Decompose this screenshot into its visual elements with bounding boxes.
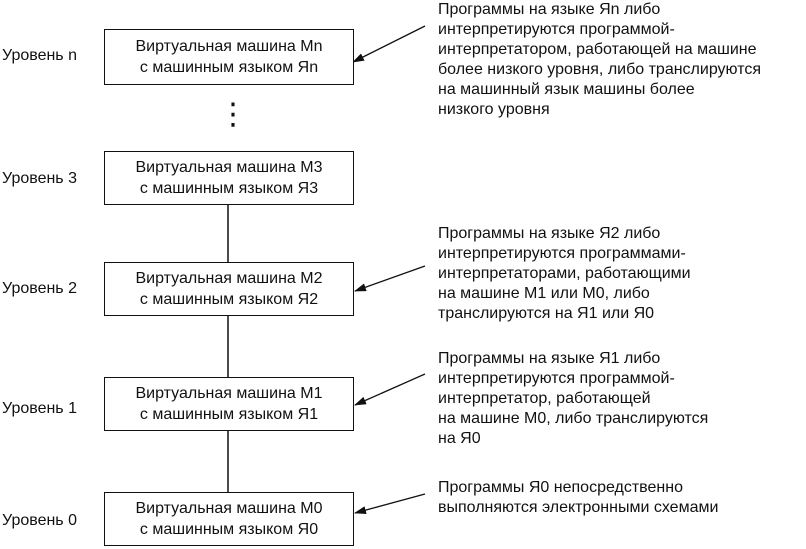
- note-line: интерпретируются программой-: [438, 370, 675, 387]
- machine-box-language: с машинным языком Яn: [139, 59, 319, 76]
- note-level-2: Программы на языке Я2 либо интерпретирую…: [438, 224, 691, 324]
- note-line: выполняются электронными схемами: [438, 499, 719, 516]
- machine-box-language: с машинным языком Я2: [139, 291, 319, 308]
- level-label-0: Уровень 0: [2, 512, 77, 529]
- machine-box-1: Виртуальная машина М1 с машинным языком …: [104, 377, 354, 431]
- note-line: на Я0: [438, 430, 481, 447]
- note-line: интерпретируются программами-: [438, 245, 686, 262]
- note-line: Программы Я0 непосредственно: [438, 479, 683, 496]
- machine-box-language: с машинным языком Я0: [139, 521, 319, 538]
- note-line: интерпретатором, работающей на машине: [438, 41, 757, 58]
- note-line: интерпретируются программой-: [438, 21, 675, 38]
- note-line: интерпретаторами, работающими: [438, 265, 691, 282]
- note-line: на машине М0, либо транслируются: [438, 410, 709, 427]
- level-label-2: Уровень 2: [2, 280, 77, 297]
- note-line: Программы на языке Я2 либо: [438, 225, 661, 242]
- level-label-n: Уровень n: [2, 47, 77, 64]
- machine-box-0: Виртуальная машина М0 с машинным языком …: [104, 492, 354, 546]
- note-line: Программы на языке Я1 либо: [438, 350, 661, 367]
- note-line: на машинный язык машины более: [438, 81, 695, 98]
- note-line: низкого уровня: [438, 101, 550, 118]
- machine-box-title: Виртуальная машина М3: [135, 159, 323, 176]
- machine-box-title: Виртуальная машина М2: [135, 270, 323, 287]
- machine-box-title: Виртуальная машина М1: [135, 385, 323, 402]
- note-line: Программы на языке Яn либо: [438, 1, 661, 18]
- ellipsis-dots: ⋮: [218, 98, 248, 131]
- note-level-0: Программы Я0 непосредственно выполняются…: [438, 478, 718, 518]
- machine-box-language: с машинным языком Я3: [139, 180, 319, 197]
- level-label-1: Уровень 1: [2, 400, 77, 417]
- machine-box-2: Виртуальная машина М2 с машинным языком …: [104, 262, 354, 316]
- arrow-note-1: [354, 373, 426, 406]
- machine-box-language: с машинным языком Я1: [139, 406, 319, 423]
- machine-box-title: Виртуальная машина М0: [135, 500, 323, 517]
- machine-box-title: Виртуальная машина Мn: [135, 38, 323, 55]
- level-label-3: Уровень 3: [2, 170, 77, 187]
- arrow-note-2: [354, 265, 426, 292]
- note-line: интерпретатор, работающей: [438, 390, 651, 407]
- arrow-note-0: [354, 493, 426, 514]
- note-line: транслируются на Я1 или Я0: [438, 305, 655, 322]
- arrow-note-n: [352, 25, 426, 63]
- machine-box-n: Виртуальная машина Мn с машинным языком …: [104, 29, 354, 85]
- note-level-n: Программы на языке Яn либо интерпретирую…: [438, 0, 761, 120]
- note-line: более низкого уровня, либо транслируются: [438, 61, 762, 78]
- note-level-1: Программы на языке Я1 либо интерпретирую…: [438, 349, 708, 449]
- note-line: на машине М1 или М0, либо: [438, 285, 650, 302]
- machine-box-3: Виртуальная машина М3 с машинным языком …: [104, 151, 354, 205]
